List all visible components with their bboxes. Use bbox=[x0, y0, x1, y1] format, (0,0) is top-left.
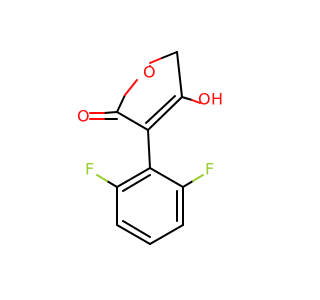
hydroxyl-group bbox=[181, 96, 201, 104]
bond-c4-oh-red bbox=[191, 99, 201, 104]
molecule-structure-diagram: O O O H F F bbox=[77, 51, 224, 245]
carbonyl-group bbox=[89, 111, 118, 120]
atom-label-hydroxyl-hydrogen: H bbox=[211, 90, 223, 109]
bond-cf-left-green bbox=[96, 174, 108, 182]
bond-c3-c2 bbox=[116, 111, 149, 131]
bond-cf-left-black bbox=[106, 180, 118, 188]
bond-ph-1-2 bbox=[149, 167, 184, 188]
bond-c2-ringO-red bbox=[124, 79, 138, 96]
atom-label-fluorine-left: F bbox=[85, 160, 94, 179]
bond-cf-right-black bbox=[182, 180, 194, 188]
bond-c3-phenyl bbox=[147, 129, 151, 169]
bond-ph-6-1 bbox=[116, 167, 151, 188]
atom-label-hydroxyl-oxygen: O bbox=[198, 90, 211, 109]
bond-c4-c3-double bbox=[145, 95, 176, 124]
atom-label-fluorine-right: F bbox=[205, 160, 214, 179]
bond-c4-c3 bbox=[147, 96, 183, 131]
atom-label-carbonyl-oxygen: O bbox=[77, 107, 90, 126]
bond-ch2-c4 bbox=[176, 51, 183, 98]
bond-c4-oh-black bbox=[181, 96, 193, 101]
bond-ph-4-5-double bbox=[122, 220, 151, 238]
fluorine-bonds bbox=[96, 174, 204, 188]
bond-c2-ringO-black bbox=[116, 94, 126, 113]
bond-ph-4-5 bbox=[116, 224, 151, 245]
bond-ph-3-4 bbox=[149, 224, 184, 245]
furanone-ring bbox=[116, 51, 183, 131]
bond-ringO-ch2-black bbox=[161, 51, 178, 59]
atom-label-ring-oxygen: O bbox=[143, 63, 156, 82]
phenyl-ring bbox=[116, 167, 184, 245]
bond-ph-6-1-double bbox=[122, 174, 151, 192]
bond-cf-right-green bbox=[192, 174, 204, 182]
bond-c2-o-black bbox=[103, 111, 118, 114]
bond-ringO-ch2-red bbox=[149, 57, 163, 64]
